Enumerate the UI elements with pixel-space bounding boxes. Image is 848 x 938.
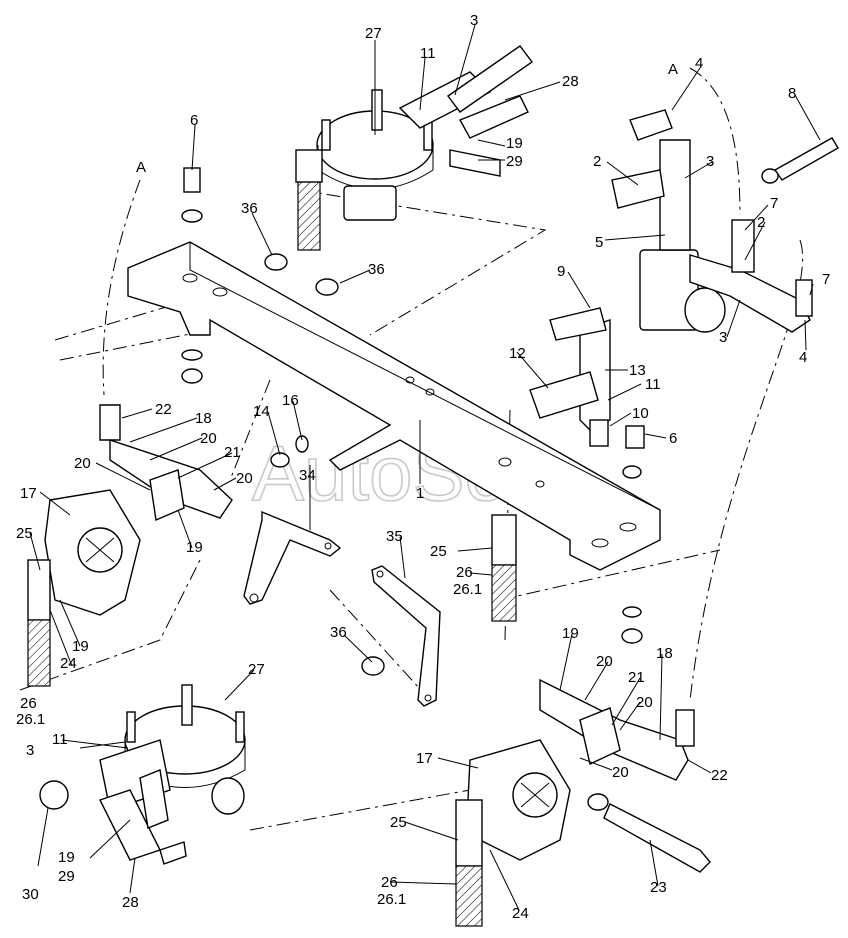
callout-label: 9 xyxy=(557,263,565,280)
leader-lines xyxy=(29,24,821,911)
callout-label: 3 xyxy=(470,12,478,29)
tee-assembly-bottom-right xyxy=(455,678,711,927)
callout-label: 11 xyxy=(645,376,661,393)
valve-block-right xyxy=(611,109,839,333)
callout-label: 11 xyxy=(52,731,68,748)
bracket-34 xyxy=(243,510,342,605)
callout-label: 6 xyxy=(190,112,198,129)
callout-label: 3 xyxy=(719,329,727,346)
callout-label: 25 xyxy=(430,543,447,560)
callout-label: 19 xyxy=(186,539,203,556)
callout-label: 28 xyxy=(562,73,579,90)
callout-label: 2 xyxy=(593,153,601,170)
callout-label: 29 xyxy=(506,153,523,170)
callout-label: 7 xyxy=(822,271,830,288)
callout-label: 20 xyxy=(596,653,613,670)
callout-label: 19 xyxy=(72,638,89,655)
callout-label: 20 xyxy=(74,455,91,472)
callout-label: 36 xyxy=(241,200,258,217)
mounting-bracket xyxy=(127,241,661,571)
callout-label: 19 xyxy=(562,625,579,642)
callout-label: 20 xyxy=(200,430,217,447)
callout-label: 26 xyxy=(20,695,37,712)
callout-label: 26.1 xyxy=(16,711,45,728)
callout-label: 24 xyxy=(512,905,529,922)
callout-label: 28 xyxy=(122,894,139,911)
callout-label: 29 xyxy=(58,868,75,885)
callout-label: 26.1 xyxy=(453,581,482,598)
callout-label: 14 xyxy=(253,403,270,420)
callout-label: 24 xyxy=(60,655,77,672)
valve-assembly-bottom-left xyxy=(39,684,246,865)
callout-label: 16 xyxy=(282,392,299,409)
fasteners xyxy=(181,167,645,676)
callout-label: 13 xyxy=(629,362,646,379)
callout-label: 7 xyxy=(770,195,778,212)
callout-label: 25 xyxy=(390,814,407,831)
callout-label: 20 xyxy=(612,764,629,781)
callout-label: 21 xyxy=(224,444,241,461)
callout-label: 1 xyxy=(416,485,424,502)
callout-label: 19 xyxy=(58,849,75,866)
callout-label: 22 xyxy=(711,767,728,784)
callout-label: 26.1 xyxy=(377,891,406,908)
callout-label: 26 xyxy=(456,564,473,581)
callout-label: 22 xyxy=(155,401,172,418)
callout-label: 20 xyxy=(636,694,653,711)
callout-label: 35 xyxy=(386,528,403,545)
callout-label: 36 xyxy=(368,261,385,278)
callout-labels: A A 3 27 11 28 19 29 4 8 3 2 7 2 5 7 3 4… xyxy=(16,12,830,922)
callout-label: 21 xyxy=(628,669,645,686)
callout-label: 11 xyxy=(420,45,436,62)
callout-label: 17 xyxy=(20,485,37,502)
tee-assembly-left xyxy=(27,404,233,687)
section-marker-a-left: A xyxy=(136,159,146,176)
callout-label: 2 xyxy=(757,214,765,231)
callout-label: 20 xyxy=(236,470,253,487)
callout-label: 26 xyxy=(381,874,398,891)
callout-label: 4 xyxy=(695,55,703,72)
callout-label: 25 xyxy=(16,525,33,542)
callout-label: 23 xyxy=(650,879,667,896)
callout-label: 27 xyxy=(248,661,265,678)
callout-label: 18 xyxy=(656,645,673,662)
hose-middle xyxy=(491,514,517,622)
callout-label: 36 xyxy=(330,624,347,641)
callout-label: 3 xyxy=(26,742,34,759)
callout-label: 3 xyxy=(706,153,714,170)
callout-label: 5 xyxy=(595,234,603,251)
callout-label: 10 xyxy=(632,405,649,422)
section-marker-a-top: A xyxy=(668,61,678,78)
callout-label: 18 xyxy=(195,410,212,427)
valve-assembly-top xyxy=(295,45,533,251)
callout-label: 30 xyxy=(22,886,39,903)
callout-label: 19 xyxy=(506,135,523,152)
bracket-35 xyxy=(371,565,441,707)
callout-label: 17 xyxy=(416,750,433,767)
callout-label: 34 xyxy=(299,467,316,484)
callout-label: 12 xyxy=(509,345,526,362)
tee-assembly-middle xyxy=(529,307,611,447)
callout-label: 27 xyxy=(365,25,382,42)
callout-label: 8 xyxy=(788,85,796,102)
callout-label: 4 xyxy=(799,349,807,366)
callout-label: 6 xyxy=(669,430,677,447)
